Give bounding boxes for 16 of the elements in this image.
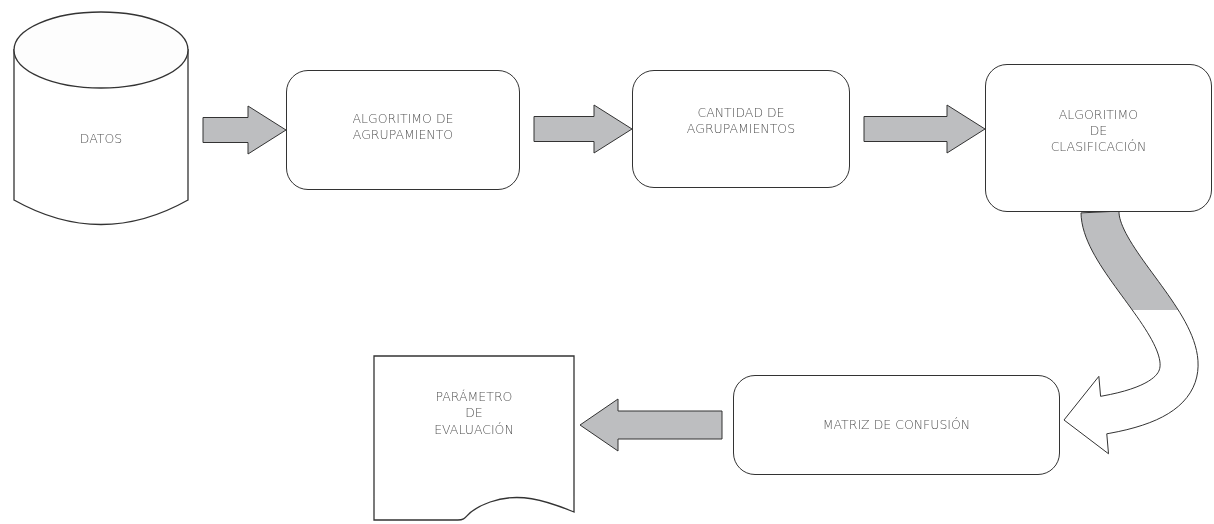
node-label: ALGORITIMO DE AGRUPAMIENTO (351, 110, 455, 144)
block-arrow (863, 104, 986, 154)
process-box (733, 375, 1060, 475)
block-arrow (202, 105, 287, 155)
node-label: MATRIZ DE CONFUSIÓN (822, 416, 971, 434)
node-label: DATOS (79, 130, 123, 148)
document-shape (373, 355, 575, 522)
node-label: ALGORITIMO DE CLASIFICACIÓN (1050, 106, 1147, 156)
process-box (985, 64, 1212, 212)
database-cylinder (13, 11, 189, 227)
node-label: CANTIDAD DE AGRUPAMIENTOS (685, 104, 797, 138)
node-label: PARÁMETRO DE EVALUACIÓN (434, 389, 514, 438)
block-arrow (579, 398, 723, 452)
process-box (632, 70, 850, 188)
block-arrow (533, 104, 633, 154)
process-box (286, 70, 520, 190)
